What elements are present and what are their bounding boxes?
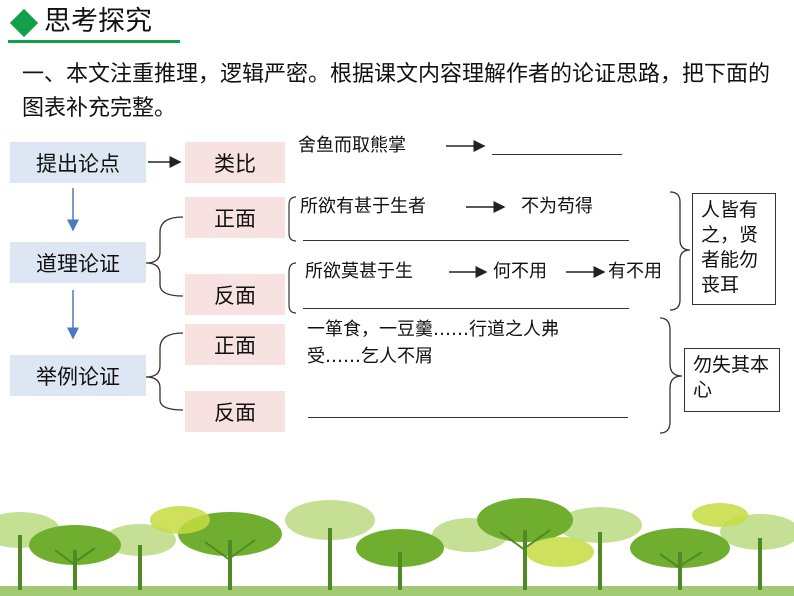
analogy-answer-blank[interactable] [492,154,622,155]
reason-positive-text-b: 不为苟得 [521,196,593,217]
section-title: 思考探究 [44,6,152,37]
example-positive-text: 一箪食，一豆羹……行道之人弗受……乞人不屑 [307,319,559,367]
stage-thesis-box: 提出论点 [10,142,146,183]
tree-border-decoration [0,498,794,596]
stage-examples-box: 举例论证 [10,355,146,396]
branch-analogy-box: 类比 [185,142,285,183]
reason-positive-answer-blank[interactable] [303,240,629,241]
examples-right-bracket [659,317,683,434]
branch-reason-positive-box: 正面 [185,197,285,238]
reason-negative-text-c: 有不用 [608,261,662,282]
branch-example-positive-box: 正面 [185,324,285,365]
example-negative-answer-blank[interactable] [308,417,628,418]
reason-negative-answer-blank[interactable] [303,308,629,309]
reason-neg-bracket [288,262,297,314]
analogy-text: 舍鱼而取熊掌 [298,135,406,156]
reasoning-right-bracket [669,191,691,311]
reason-negative-text-b: 何不用 [493,261,547,282]
examples-bracket [145,332,184,411]
branch-reason-negative-box: 反面 [185,274,285,315]
reasoning-conclusion-box: 人皆有之，贤者能勿丧耳 [692,193,776,305]
examples-conclusion-box: 勿失其本心 [684,348,780,412]
reason-pos-bracket [288,196,297,242]
reason-positive-text-a: 所欲有甚于生者 [300,196,426,217]
title-underline [8,40,180,43]
branch-example-negative-box: 反面 [185,391,285,432]
stage-reasoning-box: 道理论证 [10,242,146,283]
reasoning-bracket [145,216,184,297]
reason-negative-text-a: 所欲莫甚于生 [305,261,413,282]
question-text: 一、本文注重推理，逻辑严密。根据课文内容理解作者的论证思路，把下面的图表补充完整… [22,62,771,121]
